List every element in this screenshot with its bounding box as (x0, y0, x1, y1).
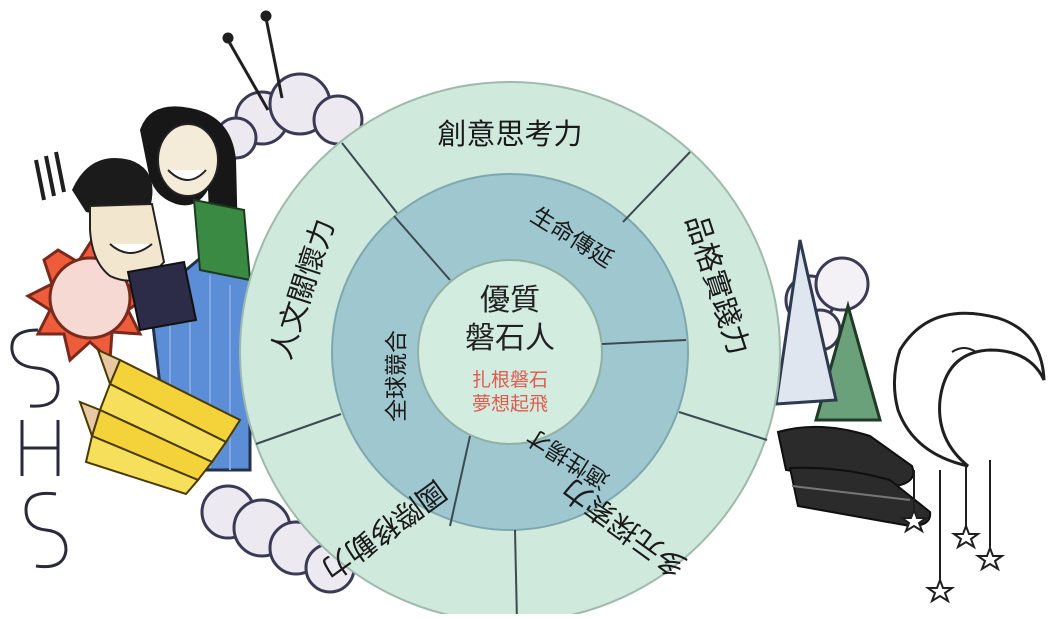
core-title-line2: 磐石人 (465, 321, 555, 356)
left-illustration (10, 10, 364, 594)
shs-letters (10, 328, 68, 569)
antennas (222, 10, 284, 111)
star-icon (898, 507, 930, 534)
right-illustration (774, 239, 1046, 604)
ring-diagram: 創意思考力 品格實踐力 多元探索力 國際移動力 人文關懷力 生命傳延 適性揚才 … (239, 81, 781, 618)
outer-label-creative-thinking: 創意思考力 (437, 117, 582, 151)
striped-cone (774, 239, 838, 406)
outer-dividers (255, 142, 768, 618)
star-icon (924, 577, 956, 604)
inner-dividers (393, 215, 687, 527)
moon-icon (893, 311, 1046, 468)
student-boy-illustration (72, 158, 198, 332)
pencils-icon (78, 348, 242, 496)
core-slogan-line2: 夢想起飛 (472, 393, 548, 415)
building-stripes (169, 275, 231, 470)
star-icon (950, 523, 982, 550)
core-slogan-line1: 扎根磐石 (472, 369, 548, 391)
core-title-line1: 優質 (480, 283, 540, 318)
star-icon (974, 545, 1006, 572)
inner-label-global-competition: 全球競合 (384, 330, 410, 422)
hanging-stars (898, 460, 1006, 604)
core-circle (417, 259, 603, 445)
shoes-icon (776, 425, 932, 528)
doodle-marks (34, 151, 66, 201)
